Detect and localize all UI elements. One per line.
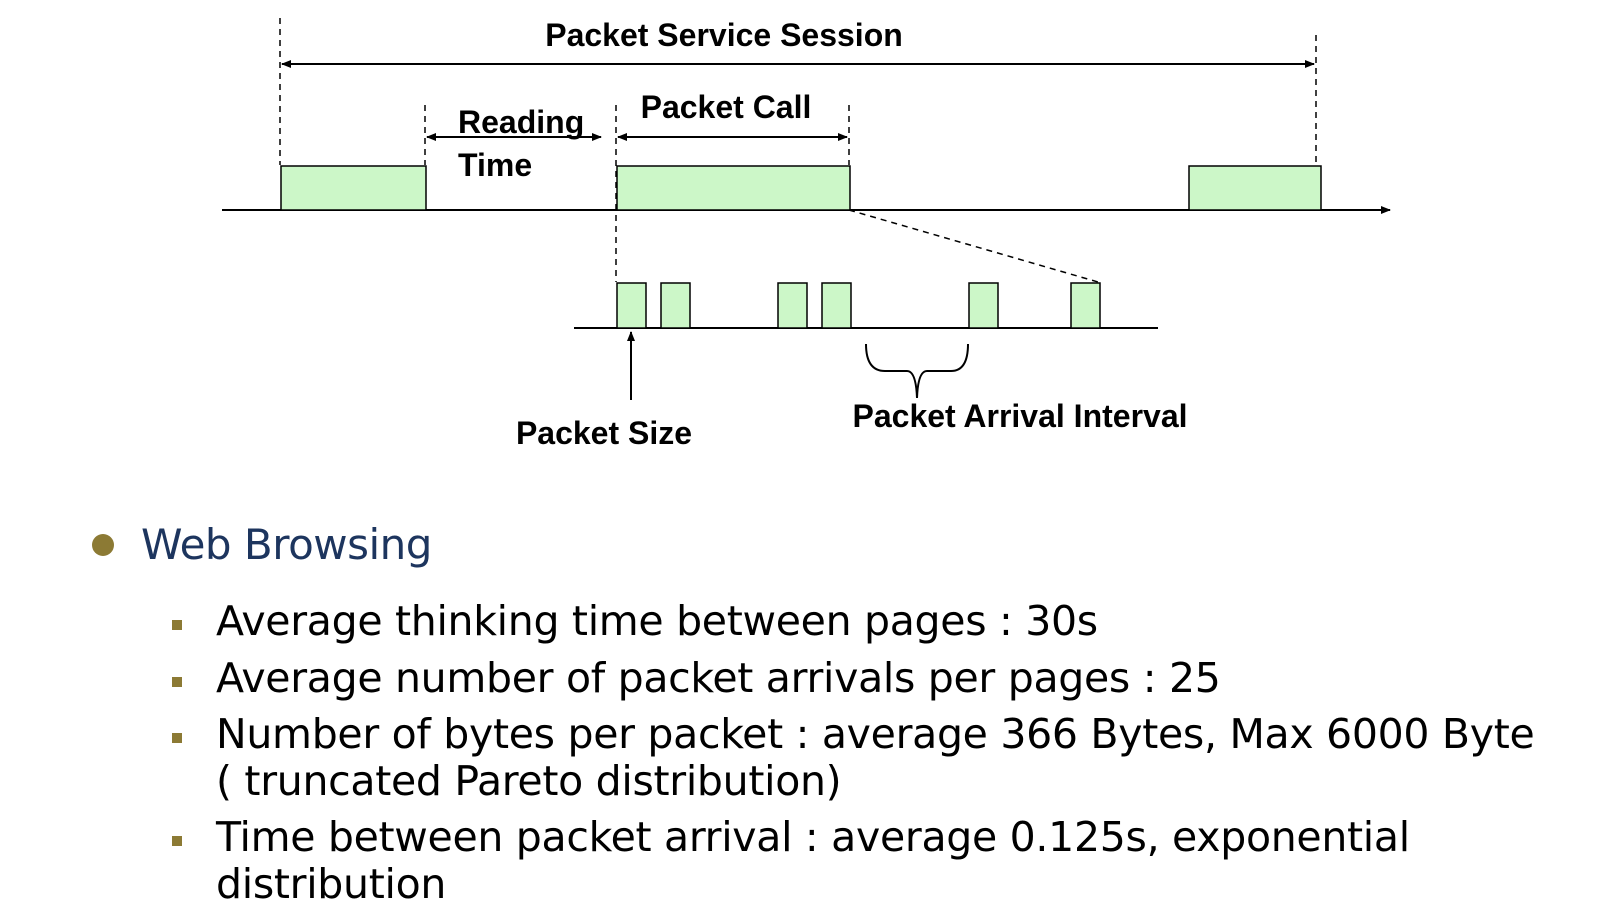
bullet-square-icon (172, 733, 182, 743)
section-title: Web Browsing (141, 520, 432, 569)
packet-session-diagram: Packet Service Session Reading Time Pack… (222, 17, 1391, 451)
packet-block (660, 282, 691, 329)
bullet-square-icon (172, 836, 182, 846)
arrival-interval-label: Packet Arrival Interval (853, 398, 1188, 434)
list-item-text: Time between packet arrival : average 0.… (216, 813, 1410, 908)
packet-size-label: Packet Size (516, 415, 692, 451)
packet-call-label: Packet Call (641, 89, 812, 125)
bullet-square-icon (172, 620, 182, 630)
session-label: Packet Service Session (545, 17, 903, 53)
list-item-text: Number of bytes per packet : average 366… (216, 710, 1535, 805)
arrival-interval-brace (865, 343, 969, 399)
packet-block (616, 282, 647, 329)
list-item: Average thinking time between pages : 30… (172, 598, 1098, 645)
packet-call-block (1188, 165, 1322, 211)
list-item: Number of bytes per packet : average 366… (172, 710, 1535, 805)
packet-block (777, 282, 808, 329)
list-item-text: Average thinking time between pages : 30… (216, 597, 1098, 645)
packet-block (821, 282, 852, 329)
packet-call-block (280, 165, 427, 211)
packet-block (968, 282, 999, 329)
main-bullet: Web Browsing (92, 520, 432, 569)
zoom-guide (848, 209, 1099, 283)
list-item: Time between packet arrival : average 0.… (172, 814, 1410, 908)
packet-block (1070, 282, 1101, 329)
packet-call-block (616, 165, 851, 211)
bullet-dot-icon (92, 533, 114, 556)
reading-time-label-2: Time (458, 147, 532, 183)
list-item-text: Average number of packet arrivals per pa… (216, 654, 1221, 702)
list-item: Average number of packet arrivals per pa… (172, 655, 1221, 702)
reading-time-label-1: Reading (458, 104, 584, 140)
bullet-square-icon (172, 677, 182, 687)
